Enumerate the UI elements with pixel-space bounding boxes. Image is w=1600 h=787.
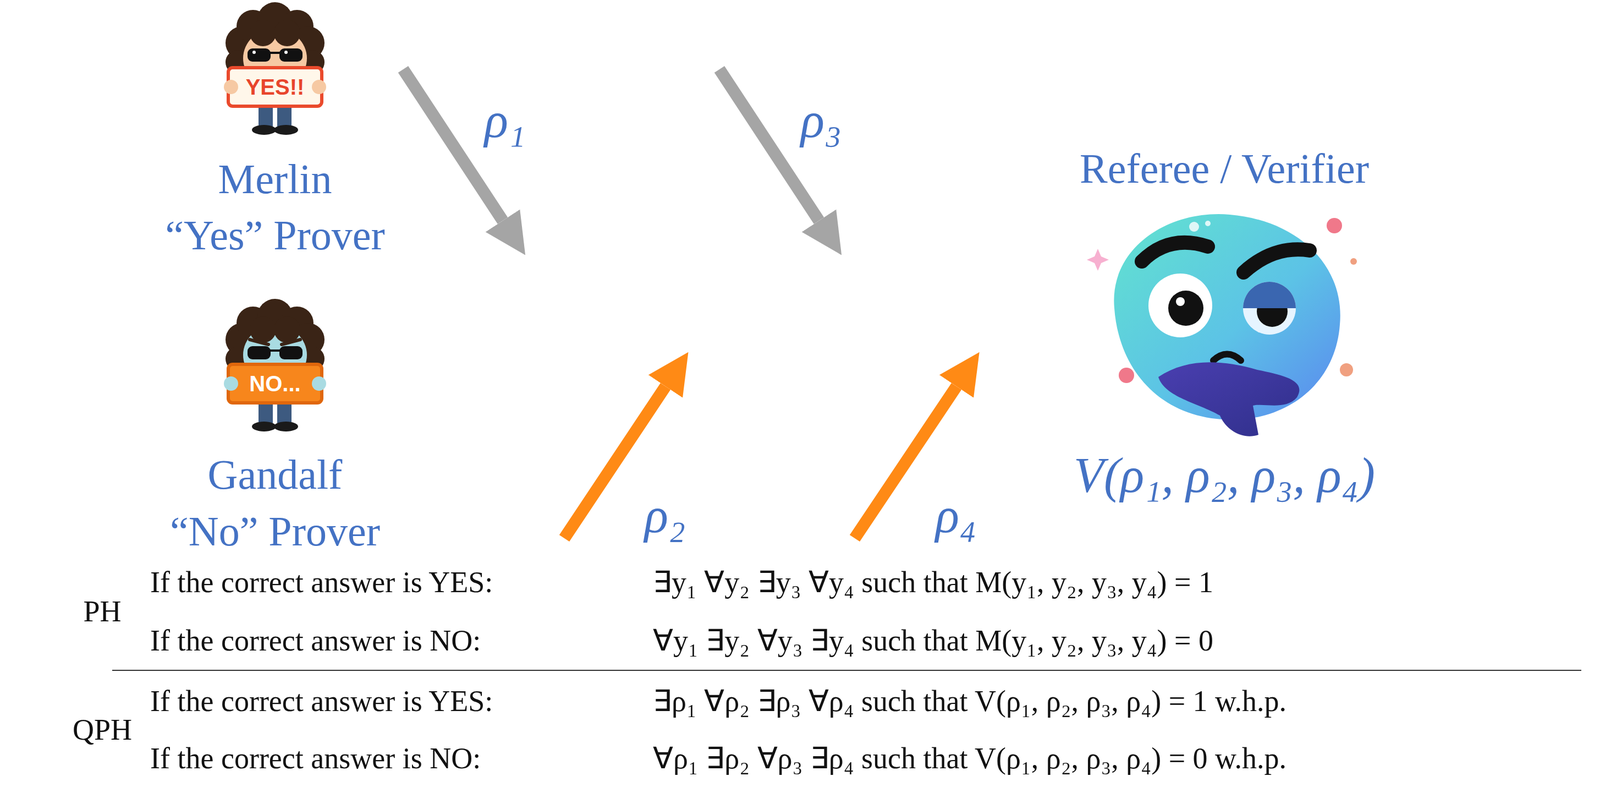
merlin-icon (273, 19, 301, 47)
verifier-icon (1213, 354, 1241, 361)
gandalf-icon (251, 421, 277, 432)
verifier-figure: Referee / VerifierV(ρ₁, ρ₂, ρ₃, ρ₄) (1048, 144, 1401, 505)
condition-text: If the correct answer is YES: (150, 683, 493, 719)
gandalf-icon (223, 298, 327, 432)
merlin-icon (249, 19, 277, 47)
verifier-icon (1086, 213, 1357, 437)
class-name: QPH (72, 712, 133, 747)
prover-name: Merlin (218, 154, 333, 203)
verifier-icon (1189, 221, 1200, 232)
condition-text: If the correct answer is NO: (150, 740, 481, 776)
verifier-icon (1205, 220, 1211, 227)
gandalf-icon (311, 376, 327, 391)
math-formula: ∃ρ₁ ∀ρ₂ ∃ρ₃ ∀ρ₄ such that V(ρ₁, ρ₂, ρ₃, … (652, 683, 1287, 719)
math-formula: ∃y₁ ∀y₂ ∃y₃ ∀y₄ such that M(y₁, y₂, y₃, … (652, 564, 1214, 600)
verifier-icon (1339, 363, 1354, 377)
gandalf-icon (279, 345, 303, 360)
condition-text: If the correct answer is YES: (150, 564, 493, 600)
verifier-icon (1326, 217, 1343, 234)
gandalf-icon (273, 421, 299, 432)
verifier-icon (1243, 249, 1310, 273)
message-label: ρ₄ (935, 486, 977, 544)
verifier-title: Referee / Verifier (1079, 144, 1369, 193)
verifier-icon (1350, 257, 1357, 265)
gandalf-icon (269, 349, 281, 352)
gandalf-icon (247, 345, 271, 360)
verifier-function: V(ρ₁, ρ₂, ρ₃, ρ₄) (1073, 446, 1376, 504)
verifier-icon (1118, 367, 1135, 383)
merlin-icon (223, 2, 327, 135)
gandalf-icon (273, 316, 301, 343)
gandalf-icon (249, 339, 269, 345)
prover-name: Gandalf (207, 449, 343, 499)
table-rule (112, 669, 1582, 671)
sign-text: YES!! (245, 74, 305, 100)
message-label: ρ₃ (800, 91, 843, 150)
verifier-icon (1175, 297, 1185, 306)
merlin-icon (247, 48, 271, 62)
gandalf-icon (281, 339, 301, 345)
class-name: PH (83, 594, 122, 629)
prover-figure: Merlin “Yes” Prover (159, 4, 391, 260)
merlin-icon (311, 79, 327, 95)
prover-role: “Yes” Prover (165, 210, 386, 260)
merlin-icon (252, 50, 256, 54)
verifier-icon (1148, 273, 1213, 338)
message-label: ρ₂ (644, 486, 686, 544)
sign-text: NO... (249, 370, 301, 397)
merlin-icon (273, 124, 299, 135)
verifier-icon (1158, 361, 1300, 436)
merlin-icon (223, 79, 239, 95)
prover-role: “No” Prover (169, 506, 381, 555)
prover-figure: Gandalf “No” Prover (164, 300, 386, 555)
gandalf-icon (223, 376, 239, 391)
merlin-icon (251, 124, 277, 135)
verifier-icon (1243, 281, 1296, 335)
merlin-icon (284, 50, 288, 54)
verifier-icon (1168, 290, 1204, 326)
verifier-icon (1086, 248, 1109, 271)
gandalf-icon (228, 364, 322, 403)
merlin-icon (279, 48, 303, 62)
merlin-icon (269, 51, 281, 54)
gandalf-icon (249, 316, 277, 343)
message-label: ρ₁ (484, 91, 526, 150)
math-formula: ∀y₁ ∃y₂ ∀y₃ ∃y₄ such that M(y₁, y₂, y₃, … (652, 623, 1214, 658)
verifier-icon (1243, 281, 1296, 309)
merlin-icon (228, 67, 322, 107)
verifier-icon (1141, 242, 1208, 262)
condition-text: If the correct answer is NO: (150, 623, 481, 658)
math-formula: ∀ρ₁ ∃ρ₂ ∀ρ₃ ∃ρ₄ such that V(ρ₁, ρ₂, ρ₃, … (652, 740, 1287, 776)
